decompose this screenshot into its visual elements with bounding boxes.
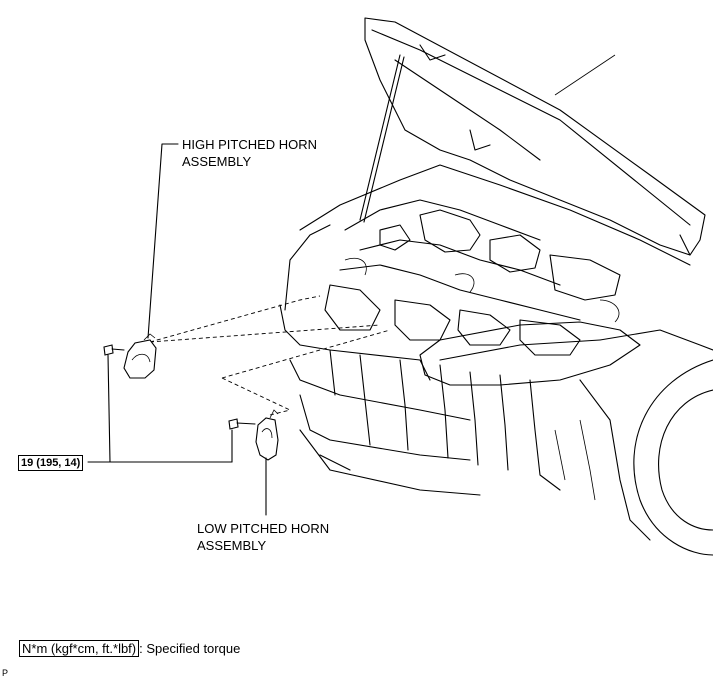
high-horn-bolt [103,344,125,356]
high-horn-label-line1: HIGH PITCHED HORN [182,137,318,152]
mounting-guide-lines [149,295,391,416]
high-horn-label-line2: ASSEMBLY [182,154,252,169]
high-horn-label: HIGH PITCHED HORN ASSEMBLY [182,136,317,170]
callout-leaders [87,143,267,516]
engine-bay-drawing [284,164,691,356]
low-horn-label-line1: LOW PITCHED HORN [197,521,330,536]
torque-spec-box: 19 (195, 14) [18,455,84,471]
bumper-drawing [279,304,561,496]
high-horn-part [123,333,157,379]
legend-description: : Specified torque [139,641,241,656]
corner-mark: P [2,668,9,678]
headlamp-fender-drawing [419,321,713,556]
legend-unit-box: N*m (kgf*cm, ft.*lbf) [19,640,140,657]
low-horn-label-line2: ASSEMBLY [197,538,267,553]
low-horn-bolt [228,418,256,430]
torque-legend: N*m (kgf*cm, ft.*lbf): Specified torque [19,640,240,657]
low-horn-part [255,409,279,461]
low-horn-label: LOW PITCHED HORN ASSEMBLY [197,520,329,554]
hood-drawing [359,17,706,256]
